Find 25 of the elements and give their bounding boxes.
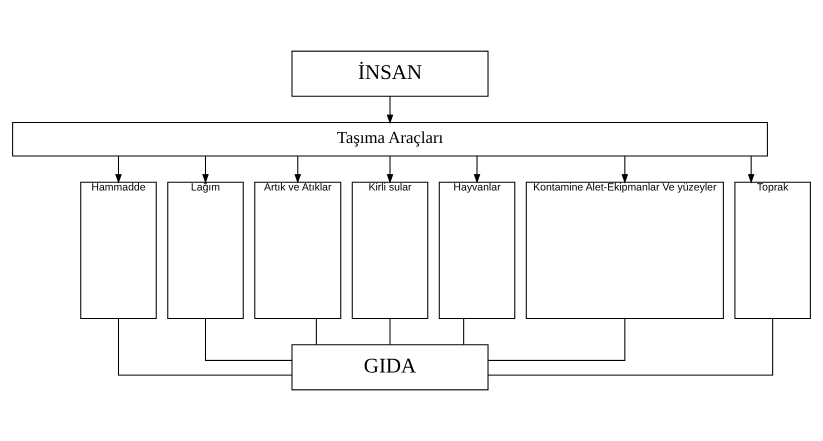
connector [118, 318, 292, 376]
node-box: İNSAN [291, 50, 489, 97]
node-box: Hammadde [80, 182, 157, 320]
connector [316, 318, 317, 344]
connector [204, 318, 292, 361]
connector [389, 318, 391, 344]
arrow [386, 96, 394, 124]
arrow [294, 156, 302, 184]
node-box: Hayvanlar [438, 182, 516, 320]
node-box: Lağım [167, 182, 244, 320]
arrow [115, 156, 122, 184]
arrow [386, 156, 394, 184]
node-box: Artık ve Atıklar [254, 182, 342, 320]
node-box: Taşıma Araçları [12, 122, 768, 157]
connector [488, 318, 774, 376]
node-box: Toprak [734, 182, 811, 320]
node-box: Kirli sular [352, 182, 428, 320]
arrow [474, 156, 480, 184]
node-box: GIDA [291, 344, 489, 390]
node-box: Kontamine Alet-Ekipmanlar Ve yüzeyler [526, 182, 724, 320]
arrow [748, 156, 754, 184]
arrow [202, 156, 209, 184]
connector [463, 318, 464, 344]
connector [488, 318, 626, 361]
arrow [622, 156, 628, 184]
